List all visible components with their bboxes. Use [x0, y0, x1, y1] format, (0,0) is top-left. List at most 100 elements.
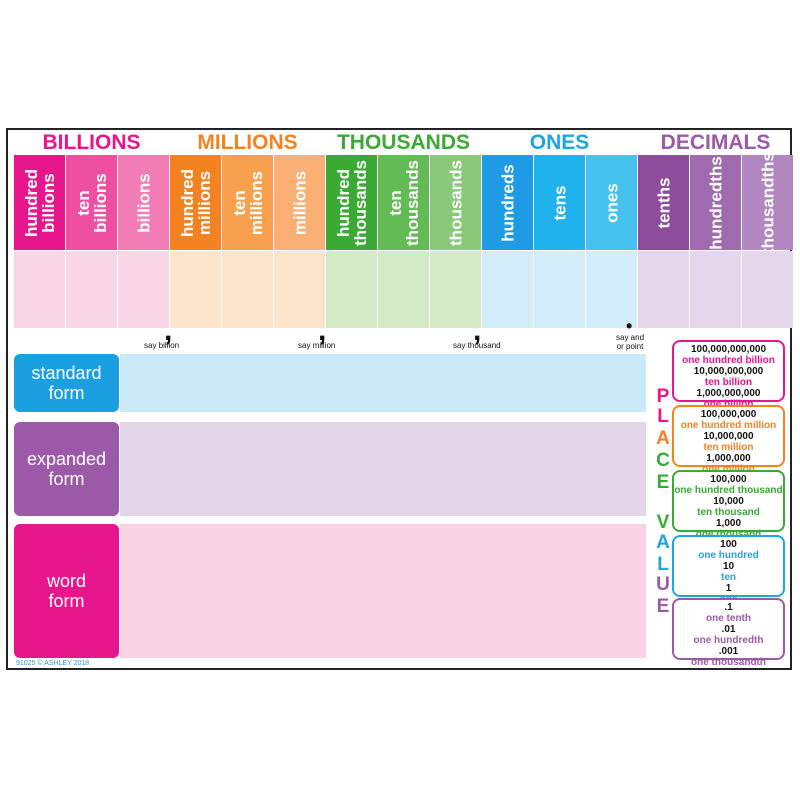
place-column-label: hundred millions: [177, 168, 214, 237]
place-value-number: 10,000,000,000: [693, 366, 764, 377]
place-value-word: one thousandth: [691, 657, 766, 668]
place-column-header: thousands: [430, 155, 481, 250]
form-answer-area[interactable]: [120, 354, 646, 412]
place-value-letter: P: [656, 386, 670, 407]
place-value-word: one hundred thousand: [674, 485, 783, 496]
place-column-label: hundredths: [706, 155, 725, 250]
place-value-number: 10,000: [713, 496, 744, 507]
place-column-header: billions: [118, 155, 169, 250]
place-column-header: ones: [586, 155, 637, 250]
place-column-label: ten thousands: [385, 159, 422, 246]
digit-cell[interactable]: [66, 251, 117, 328]
place-value-letter: L: [657, 406, 669, 427]
place-value-word: ten billion: [704, 377, 753, 388]
place-column-header: hundredths: [690, 155, 741, 250]
place-value-letter: A: [656, 428, 670, 449]
place-value-number: 10,000,000: [703, 431, 754, 442]
form-label: expanded form: [14, 422, 119, 516]
place-column-label: millions: [290, 170, 309, 235]
place-column-header: ten thousands: [378, 155, 429, 250]
comma-mark: ,: [318, 314, 327, 347]
place-value-number: 100: [720, 539, 737, 550]
place-value-word: one hundredth: [693, 635, 764, 646]
place-value-title-strip: [651, 384, 673, 622]
place-column-label: ones: [602, 182, 621, 223]
place-value-number: 100,000: [710, 474, 747, 485]
place-column-header: tenths: [638, 155, 689, 250]
digit-cell[interactable]: [326, 251, 377, 328]
group-heading-decimals: DECIMALS: [660, 131, 771, 154]
place-column-label: ten billions: [73, 172, 110, 233]
place-column-label: billions: [134, 172, 153, 233]
group-heading-millions: MILLIONS: [197, 131, 298, 154]
form-answer-area[interactable]: [120, 422, 646, 516]
place-value-number: 1,000: [715, 518, 742, 529]
digit-cell[interactable]: [14, 251, 65, 328]
place-column-header: ten billions: [66, 155, 117, 250]
digit-cell[interactable]: [586, 251, 637, 328]
digit-cell[interactable]: [690, 251, 741, 328]
place-value-number: 1,000,000: [706, 453, 751, 464]
place-value-number: .001: [718, 646, 739, 657]
place-value-number: 100,000,000,000: [690, 344, 767, 355]
digit-cell[interactable]: [638, 251, 689, 328]
place-value-number: .01: [721, 624, 736, 635]
place-value-letter: U: [656, 574, 670, 595]
digit-cell[interactable]: [482, 251, 533, 328]
place-column-header: tens: [534, 155, 585, 250]
place-value-letter: A: [656, 532, 670, 553]
place-value-word: one hundred billion: [682, 355, 775, 366]
separator-label: say billion: [144, 341, 180, 350]
place-value-number: 10: [722, 561, 735, 572]
place-column-header: thousandths: [742, 152, 793, 254]
form-label: standard form: [14, 354, 119, 412]
place-value-letter: L: [657, 554, 669, 575]
digit-cell[interactable]: [742, 251, 793, 328]
place-value-letter: E: [656, 472, 670, 493]
place-column-label: tens: [550, 185, 569, 220]
place-column-header: ten millions: [222, 155, 273, 250]
place-column-header: hundred millions: [170, 155, 221, 250]
place-column-label: ten millions: [229, 170, 266, 235]
separator-label: say million: [298, 341, 336, 350]
form-label: word form: [14, 524, 119, 658]
digit-cell[interactable]: [118, 251, 169, 328]
digit-cell[interactable]: [378, 251, 429, 328]
digit-cell[interactable]: [534, 251, 585, 328]
place-value-word: ten: [721, 572, 736, 583]
place-column-header: hundred thousands: [326, 155, 377, 250]
place-column-label: hundred thousands: [333, 159, 370, 246]
place-value-word: ten million: [703, 442, 754, 453]
digit-cell[interactable]: [274, 251, 325, 328]
comma-mark: ,: [164, 314, 173, 347]
separator-label: say and or point: [616, 333, 645, 351]
place-value-letter: C: [656, 450, 670, 471]
group-heading-ones: ONES: [529, 131, 590, 154]
place-value-word: one hundred: [698, 550, 759, 561]
group-heading-billions: BILLIONS: [42, 131, 141, 154]
place-value-word: one million: [674, 464, 783, 475]
place-column-header: millions: [274, 155, 325, 250]
copyright-text: 91025 © ASHLEY 2018: [16, 660, 90, 667]
place-value-number: 1: [725, 583, 732, 594]
place-value-word: one tenth: [706, 613, 751, 624]
decimal-point-mark: •: [626, 316, 633, 336]
place-value-letter: E: [656, 596, 670, 617]
place-value-number: 100,000,000: [700, 409, 757, 420]
place-column-header: hundred billions: [14, 155, 65, 250]
place-value-letter: V: [656, 512, 670, 533]
place-value-word: ten thousand: [697, 507, 760, 518]
place-column-header: hundreds: [482, 155, 533, 250]
form-answer-area[interactable]: [120, 524, 646, 658]
place-column-label: thousands: [446, 159, 465, 246]
place-value-number: .1: [724, 602, 733, 613]
digit-cell[interactable]: [170, 251, 221, 328]
digit-cell[interactable]: [430, 251, 481, 328]
digit-cell[interactable]: [222, 251, 273, 328]
group-heading-thousands: THOUSANDS: [336, 131, 470, 154]
comma-mark: ,: [473, 314, 482, 347]
place-column-label: hundred billions: [21, 168, 58, 237]
